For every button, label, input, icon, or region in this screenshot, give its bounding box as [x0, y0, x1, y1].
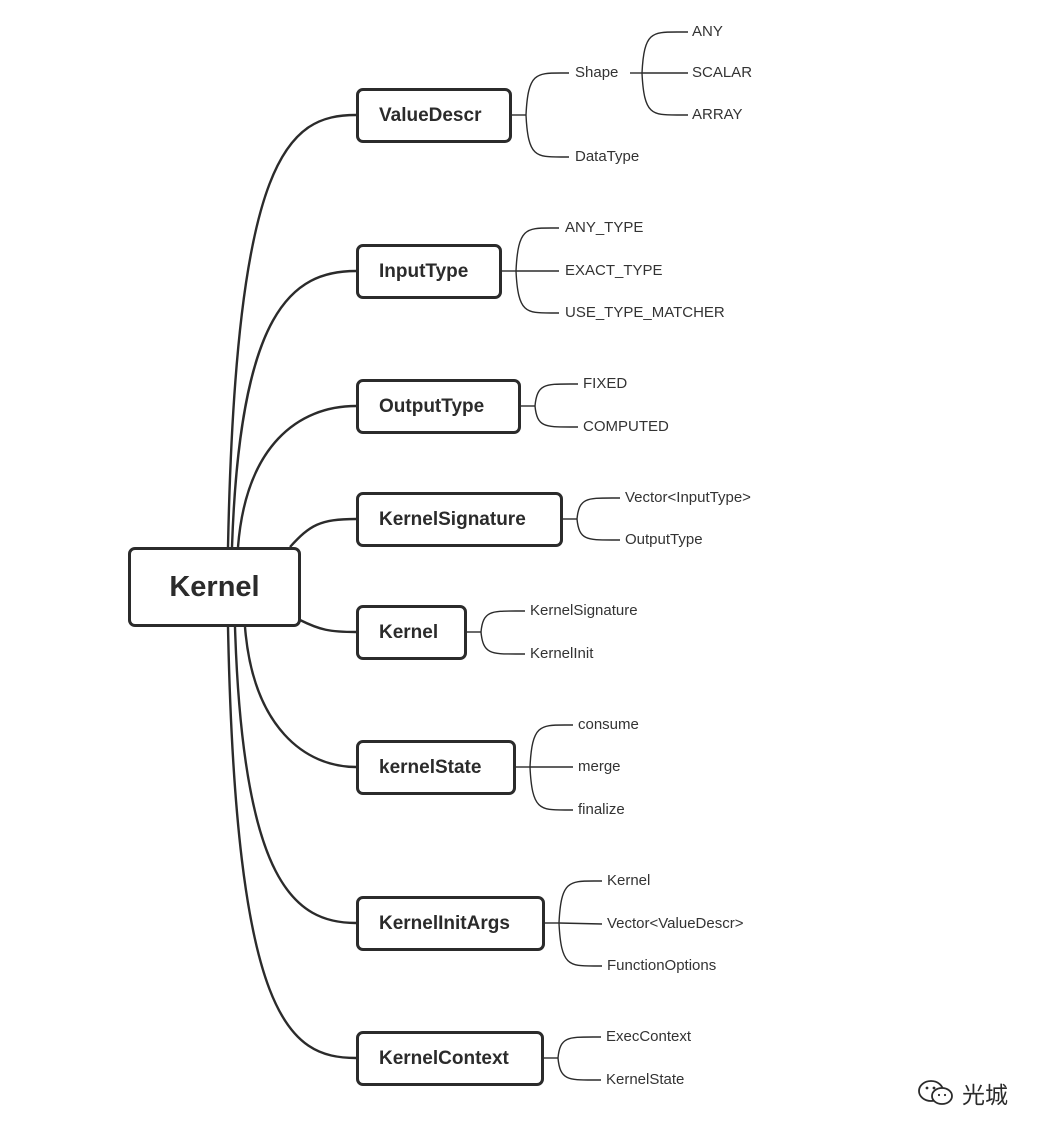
leaf-computed[interactable]: COMPUTED [583, 418, 669, 435]
kernelcontext-connector [557, 1036, 601, 1059]
leaf-kernelstate[interactable]: KernelState [606, 1071, 685, 1088]
outputtype-connector [534, 405, 578, 428]
branch-label: KernelInitArgs [379, 912, 510, 934]
root-label: Kernel [169, 570, 260, 603]
branch-label: OutputType [379, 395, 485, 417]
leaf-consume[interactable]: consume [578, 716, 639, 733]
wechat-icon [918, 1080, 953, 1105]
branch-node-kernel[interactable]: Kernel [356, 605, 467, 660]
leaf-functionoptions[interactable]: FunctionOptions [607, 957, 717, 974]
leaf-vector-valuedescr[interactable]: Vector<ValueDescr> [607, 915, 744, 932]
root-connector [243, 626, 357, 769]
kernelstate-connector [529, 766, 573, 811]
leaf-outputtype[interactable]: OutputType [625, 531, 703, 548]
leaf-kernelsignature[interactable]: KernelSignature [530, 602, 638, 619]
root-connector [230, 269, 357, 548]
kernelinitargs-connector [558, 922, 603, 925]
root-connector [226, 626, 357, 1060]
branch-node-kernelsignature[interactable]: KernelSignature [356, 492, 563, 547]
leaf-any-type[interactable]: ANY_TYPE [565, 219, 644, 236]
root-connector [233, 626, 357, 925]
leaf-kernelinit[interactable]: KernelInit [530, 645, 594, 662]
leaf-use-type-matcher[interactable]: USE_TYPE_MATCHER [565, 304, 725, 321]
branch-node-valuedescr[interactable]: ValueDescr [356, 88, 512, 143]
branch-label: Kernel [379, 621, 439, 643]
leaf-datatype[interactable]: DataType [575, 148, 640, 165]
branch-label: KernelContext [379, 1047, 509, 1069]
branch-node-kernelinitargs[interactable]: KernelInitArgs [356, 896, 545, 951]
valuedescr-connector [525, 72, 569, 116]
inputtype-connector [515, 227, 559, 272]
watermark: 光城 [916, 1076, 1008, 1110]
kernelcontext-connector [557, 1057, 601, 1081]
leaf-vector-inputtype[interactable]: Vector<InputType> [625, 489, 751, 506]
branch-node-outputtype[interactable]: OutputType [356, 379, 521, 434]
leaf-execcontext[interactable]: ExecContext [606, 1028, 692, 1045]
branch-node-inputtype[interactable]: InputType [356, 244, 502, 299]
branch-node-kernelcontext[interactable]: KernelContext [356, 1031, 544, 1086]
kernelstate-connector [529, 724, 573, 768]
root-connector [226, 113, 357, 548]
branch-label: kernelState [379, 756, 482, 778]
kernelsignature-connector [576, 518, 620, 541]
leaf-exact-type[interactable]: EXACT_TYPE [565, 262, 663, 279]
leaf-finalize[interactable]: finalize [578, 801, 625, 818]
shape-connector [641, 72, 688, 116]
branch-label: KernelSignature [379, 508, 526, 530]
root-connector [236, 404, 357, 548]
kernelinitargs-connector [558, 880, 602, 924]
leaf-kernel[interactable]: Kernel [607, 872, 651, 889]
root-connector [289, 517, 357, 548]
leaf-any[interactable]: ANY [692, 23, 723, 40]
branch-node-kernelstate[interactable]: kernelState [356, 740, 516, 795]
root-node[interactable]: Kernel [128, 547, 301, 627]
leaf-shape[interactable]: Shape [575, 64, 619, 81]
watermark-text: 光城 [962, 1083, 1008, 1109]
inputtype-connector [515, 270, 559, 314]
leaf-fixed[interactable]: FIXED [583, 375, 628, 392]
kernelinitargs-connector [558, 922, 602, 967]
leaf-merge[interactable]: merge [578, 758, 621, 775]
valuedescr-connector [525, 114, 569, 158]
kernel-connector [480, 631, 525, 655]
branch-label: InputType [379, 260, 469, 282]
leaf-scalar[interactable]: SCALAR [692, 64, 753, 81]
root-connector [299, 618, 357, 634]
shape-connector [641, 31, 688, 74]
kernel-connector [480, 610, 525, 633]
outputtype-connector [534, 383, 578, 407]
branch-label: ValueDescr [379, 104, 482, 126]
kernelsignature-connector [576, 497, 620, 520]
leaf-array[interactable]: ARRAY [692, 106, 743, 123]
